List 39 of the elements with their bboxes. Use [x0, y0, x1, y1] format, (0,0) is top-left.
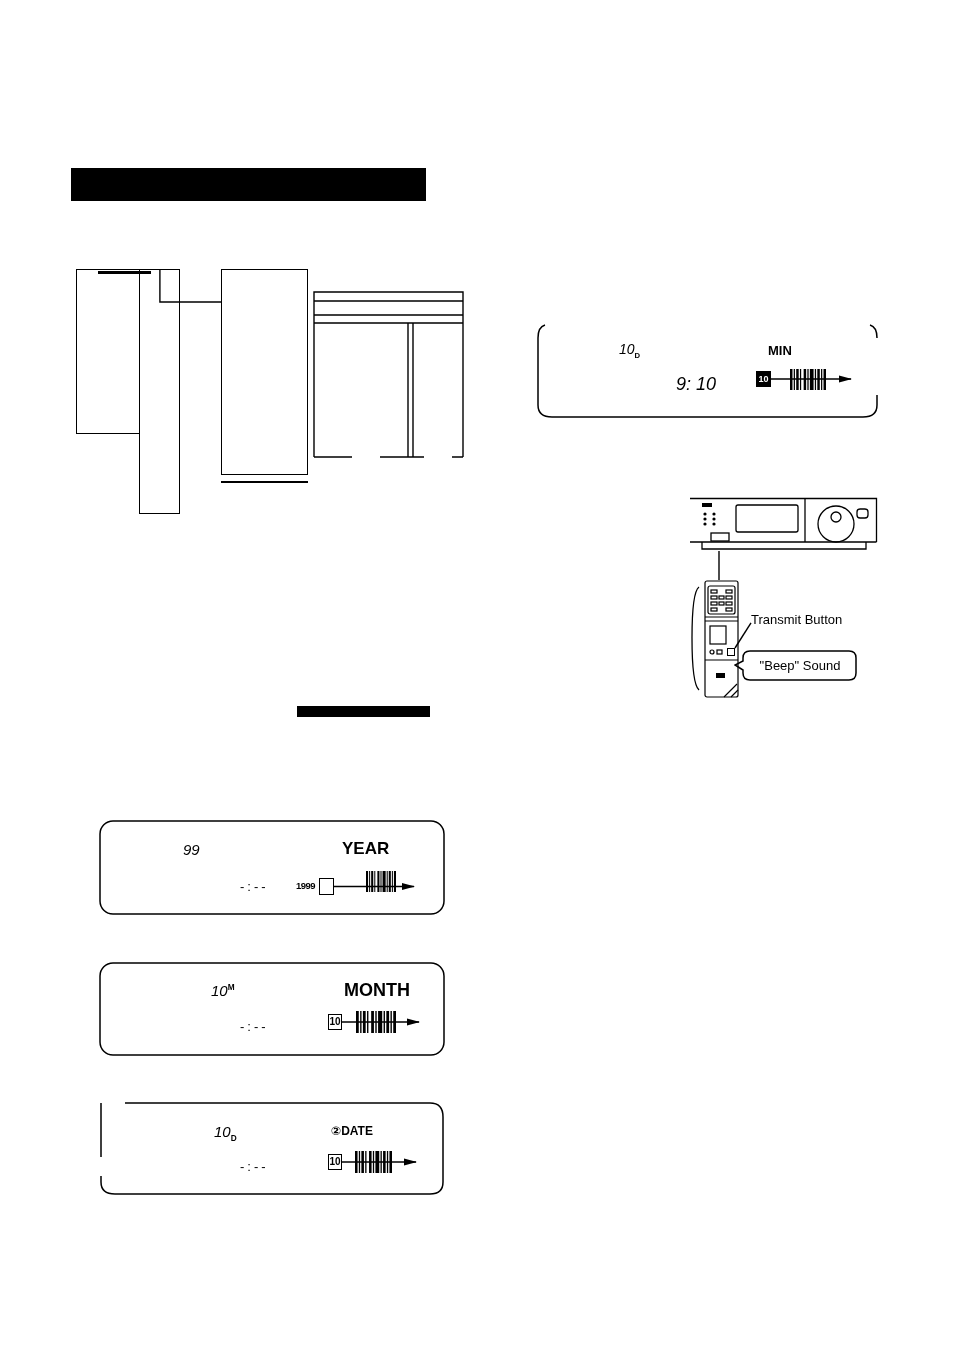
clock-digits: 9: 10 [676, 375, 717, 393]
year-value: 1999 [296, 881, 316, 891]
display-mode-label: ②DATE [331, 1125, 373, 1137]
signal-arrow [341, 1018, 420, 1026]
lcd-display-panel [99, 962, 445, 1056]
clock-digits: -:-- [240, 880, 269, 893]
date-digits: 10$_{D}$ [214, 1124, 237, 1144]
connector-line [159, 268, 222, 303]
signal-arrow [333, 883, 415, 890]
heading-bar [297, 706, 430, 717]
heading-rule [98, 271, 151, 274]
date-digits: 99 [183, 842, 200, 857]
square-marker-icon [319, 878, 334, 895]
callout-text: Transmit Button [751, 613, 843, 626]
vcr-front-panel-drawing [690, 497, 878, 551]
remote-control-drawing [704, 580, 739, 698]
display-mode-label: MONTH [344, 981, 410, 999]
date-digits: 10$^{M}$ [211, 983, 235, 998]
display-mode-label: YEAR [342, 840, 390, 857]
signal-arrow [770, 375, 852, 383]
empty-frame [139, 269, 180, 514]
clock-digits: -:-- [240, 1160, 269, 1173]
table-frame [313, 291, 464, 458]
number-tag: 10 [756, 371, 771, 387]
signal-arrow [341, 1158, 417, 1166]
leader-line [734, 622, 752, 649]
speech-bubble: "Beep" Sound [734, 650, 857, 681]
lcd-display-panel [99, 1102, 445, 1196]
empty-frame [221, 269, 308, 475]
number-tag: 10 [328, 1014, 342, 1030]
remote-key-icon [727, 648, 735, 656]
lcd-display-panel [99, 820, 445, 915]
lcd-display-panel [536, 324, 879, 419]
display-mode-label: MIN [768, 344, 792, 357]
heading-bar [71, 168, 426, 201]
clock-digits: -:-- [240, 1020, 269, 1033]
number-tag: 10 [328, 1154, 342, 1170]
alignment-line [718, 550, 720, 581]
date-digits: 10$_{D}$ [619, 342, 641, 360]
